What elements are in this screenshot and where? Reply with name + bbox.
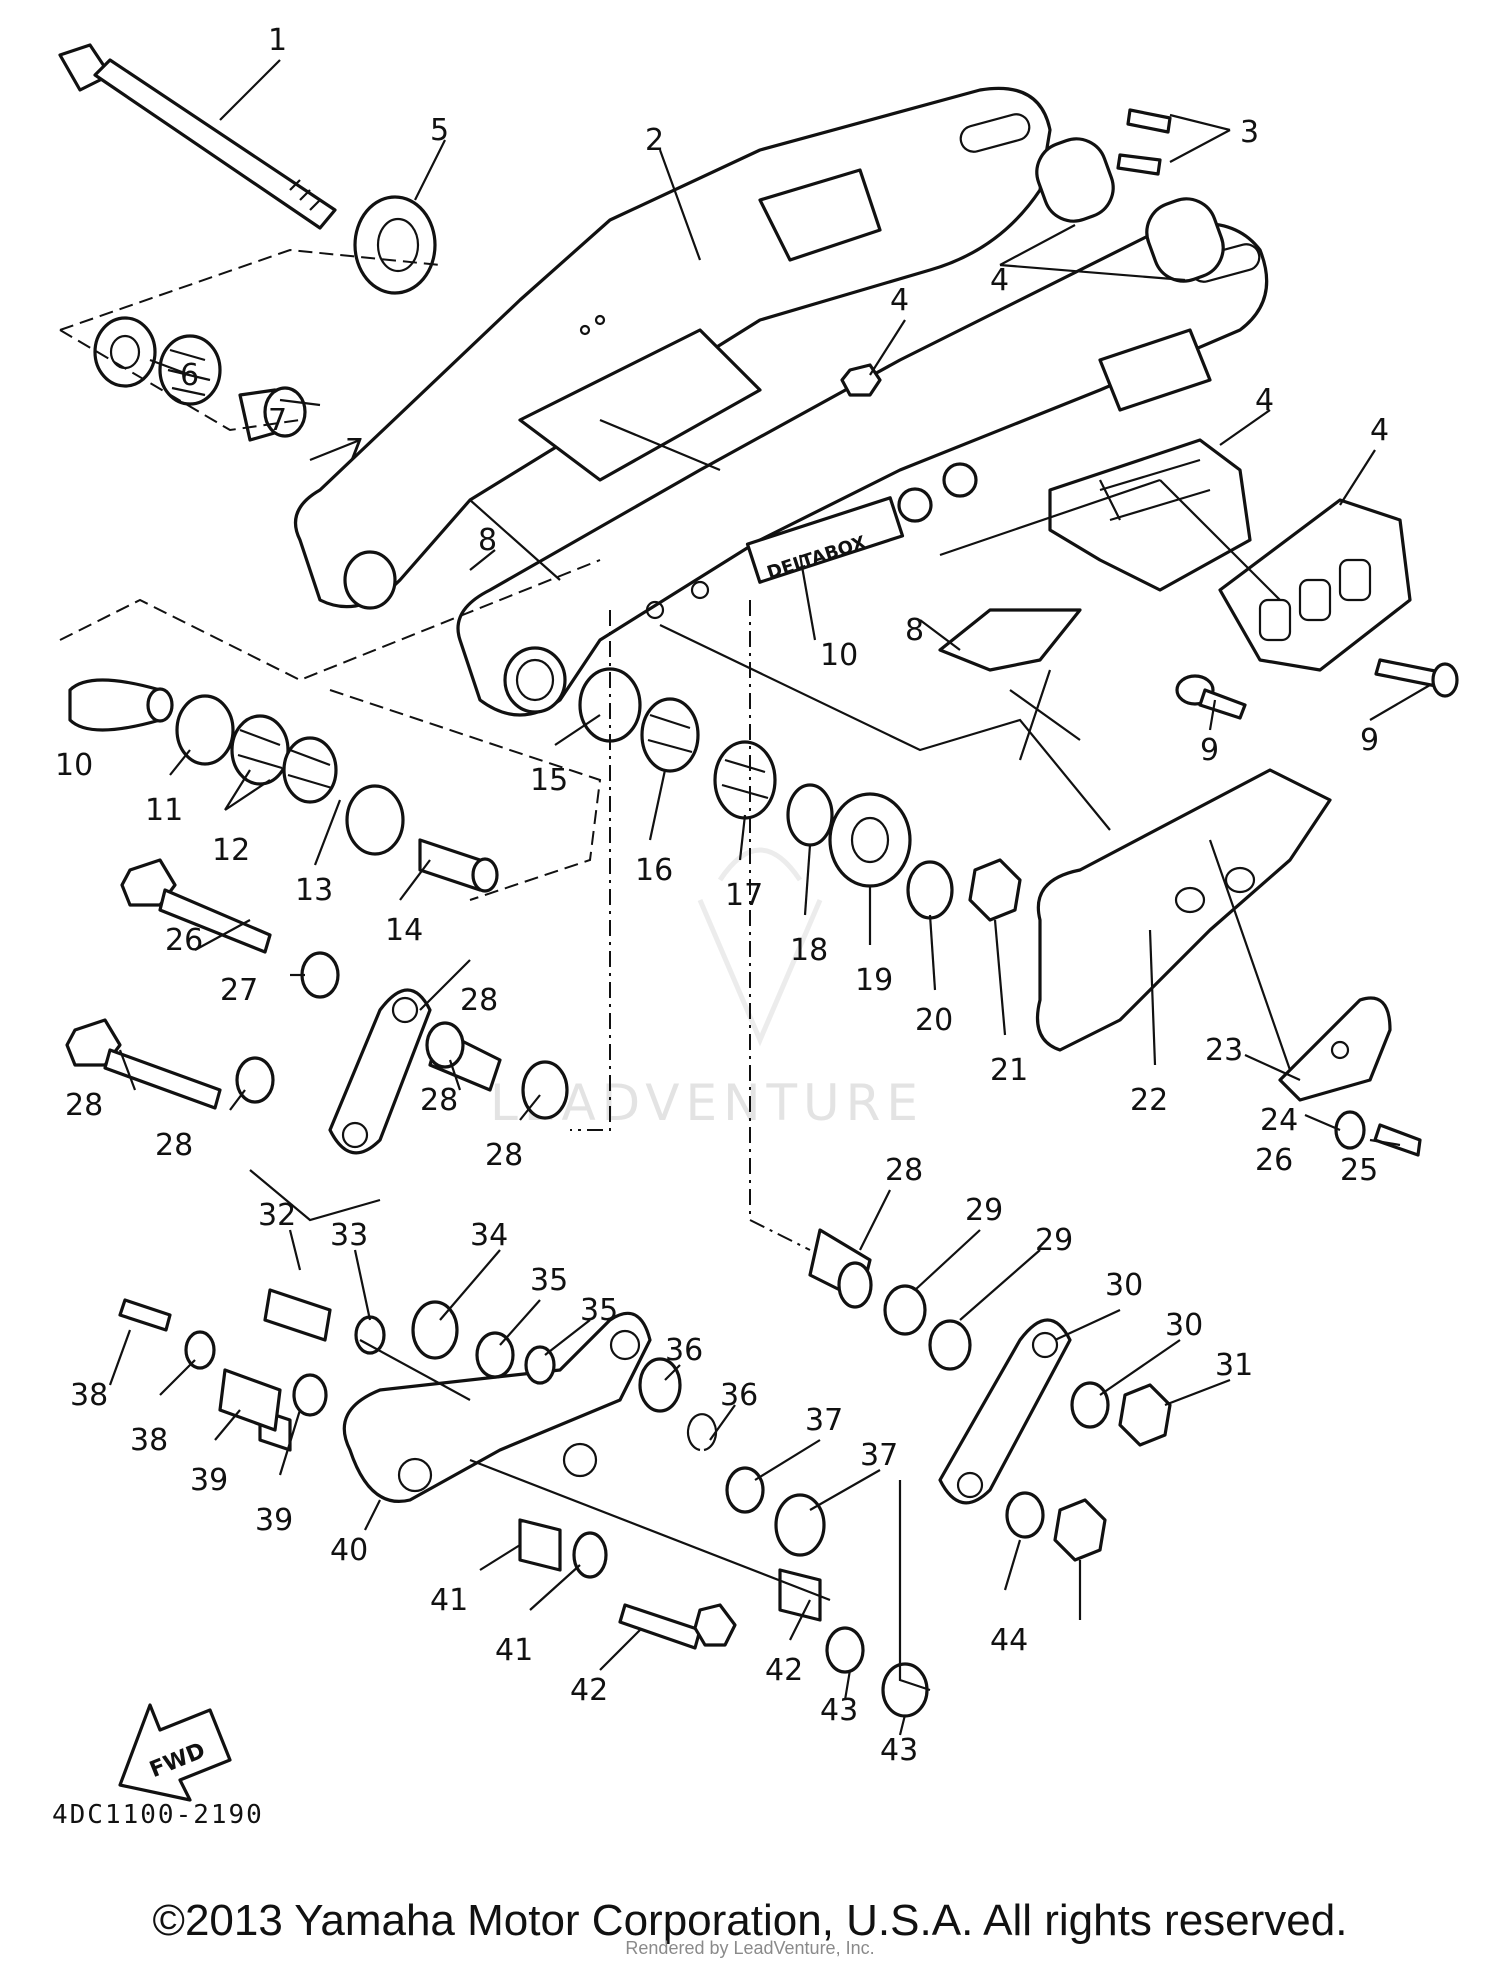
callout: 42 (765, 1653, 803, 1688)
callout: 21 (990, 1053, 1028, 1088)
callout: 39 (190, 1463, 228, 1498)
callout: 1 (268, 23, 287, 58)
relay-link-25 (342, 1311, 652, 1503)
collar-27-washer-28-nut-29 (808, 1228, 972, 1371)
callout: 24 (1260, 1103, 1298, 1138)
callout: 10 (55, 748, 93, 783)
assembly-lines (59, 248, 1292, 1692)
callout: 35 (580, 1293, 618, 1328)
plate-15 (1278, 996, 1392, 1102)
callout: 9 (1200, 733, 1219, 768)
callout: 39 (255, 1503, 293, 1538)
washers-36 (235, 951, 340, 1104)
callout: 26 (1255, 1143, 1293, 1178)
callout: 43 (820, 1693, 858, 1728)
callout: 30 (1165, 1308, 1203, 1343)
callout: 16 (635, 853, 673, 888)
callout: 35 (530, 1263, 568, 1298)
washers-37-nuts-38 (1005, 1381, 1172, 1562)
adjuster-plates (1035, 137, 1225, 283)
adjuster-bolts (1116, 108, 1172, 176)
bolts-35 (65, 858, 272, 1110)
callout: 2 (645, 123, 664, 158)
callout: 28 (65, 1088, 103, 1123)
callout: 18 (790, 933, 828, 968)
callout: 19 (855, 963, 893, 998)
callout: 13 (295, 873, 333, 908)
callout: 23 (1205, 1033, 1243, 1068)
callout: 40 (330, 1533, 368, 1568)
seal-guard-17 (938, 608, 1082, 672)
chain-guide (1048, 438, 1252, 592)
callout: 4 (1255, 383, 1274, 418)
callout: 28 (155, 1128, 193, 1163)
swingarm: DELTABOX (293, 86, 1269, 717)
callout: 12 (212, 833, 250, 868)
screw-21 (1374, 658, 1459, 698)
callout: 14 (385, 913, 423, 948)
screw-19 (1175, 674, 1247, 720)
callout: 42 (570, 1673, 608, 1708)
copyright-notice: ©2013 Yamaha Motor Corporation, U.S.A. A… (152, 1896, 1348, 1945)
collars-row (68, 678, 499, 893)
callout: 5 (430, 113, 449, 148)
callout: 44 (990, 1623, 1028, 1658)
callout: 31 (1215, 1348, 1253, 1383)
callout: 32 (258, 1198, 296, 1233)
callout: 10 (820, 638, 858, 673)
callout: 4 (890, 283, 909, 318)
oil-seal (353, 195, 437, 295)
callout: 8 (478, 523, 497, 558)
callout: 26 (165, 923, 203, 958)
callout: 7 (345, 433, 364, 468)
callout: 30 (1105, 1268, 1143, 1303)
callout: 37 (805, 1403, 843, 1438)
callout: 28 (460, 983, 498, 1018)
callout: 27 (220, 973, 258, 1008)
callout: 38 (70, 1378, 108, 1413)
callout: 43 (880, 1733, 918, 1768)
callout: 29 (965, 1193, 1003, 1228)
callout: 6 (180, 358, 199, 393)
bolt-13-washer-14 (1334, 1110, 1422, 1157)
callout: 22 (1130, 1083, 1168, 1118)
callout: 4 (990, 263, 1009, 298)
callout: 25 (1340, 1153, 1378, 1188)
callout: 29 (1035, 1223, 1073, 1258)
callouts: 1 2 3 4 4 4 4 5 6 7 7 8 8 9 9 10 10 11 1… (55, 23, 1389, 1768)
rendered-by-notice: Rendered by LeadVenture, Inc. (625, 1938, 875, 1958)
callout: 7 (268, 403, 287, 438)
fwd-arrow: FWD (118, 1703, 232, 1802)
leaders (108, 59, 1431, 1736)
callout: 17 (725, 878, 763, 913)
callout: 36 (665, 1333, 703, 1368)
callout: 15 (530, 763, 568, 798)
collar-30-upper (425, 1021, 569, 1120)
part-code: 4DC1100-2190 (52, 1800, 264, 1830)
callout: 3 (1240, 115, 1259, 150)
callout: 33 (330, 1218, 368, 1253)
chain-guard-18 (1218, 498, 1412, 672)
callout: 28 (485, 1138, 523, 1173)
pivot-shaft (58, 43, 337, 230)
callout: 41 (495, 1633, 533, 1668)
link-39-left (328, 988, 432, 1155)
callout: 28 (885, 1153, 923, 1188)
callout: 34 (470, 1218, 508, 1253)
callout: 38 (130, 1423, 168, 1458)
relay-arm-12 (1035, 768, 1332, 1052)
callout: 9 (1360, 723, 1379, 758)
collars-left (93, 316, 307, 442)
callout: 11 (145, 793, 183, 828)
callout: 37 (860, 1438, 898, 1473)
callout: 4 (1370, 413, 1389, 448)
callout: 20 (915, 1003, 953, 1038)
callout: 41 (430, 1583, 468, 1618)
callout: 28 (420, 1083, 458, 1118)
callout: 36 (720, 1378, 758, 1413)
callout: 8 (905, 613, 924, 648)
link-39-right (938, 1318, 1072, 1505)
